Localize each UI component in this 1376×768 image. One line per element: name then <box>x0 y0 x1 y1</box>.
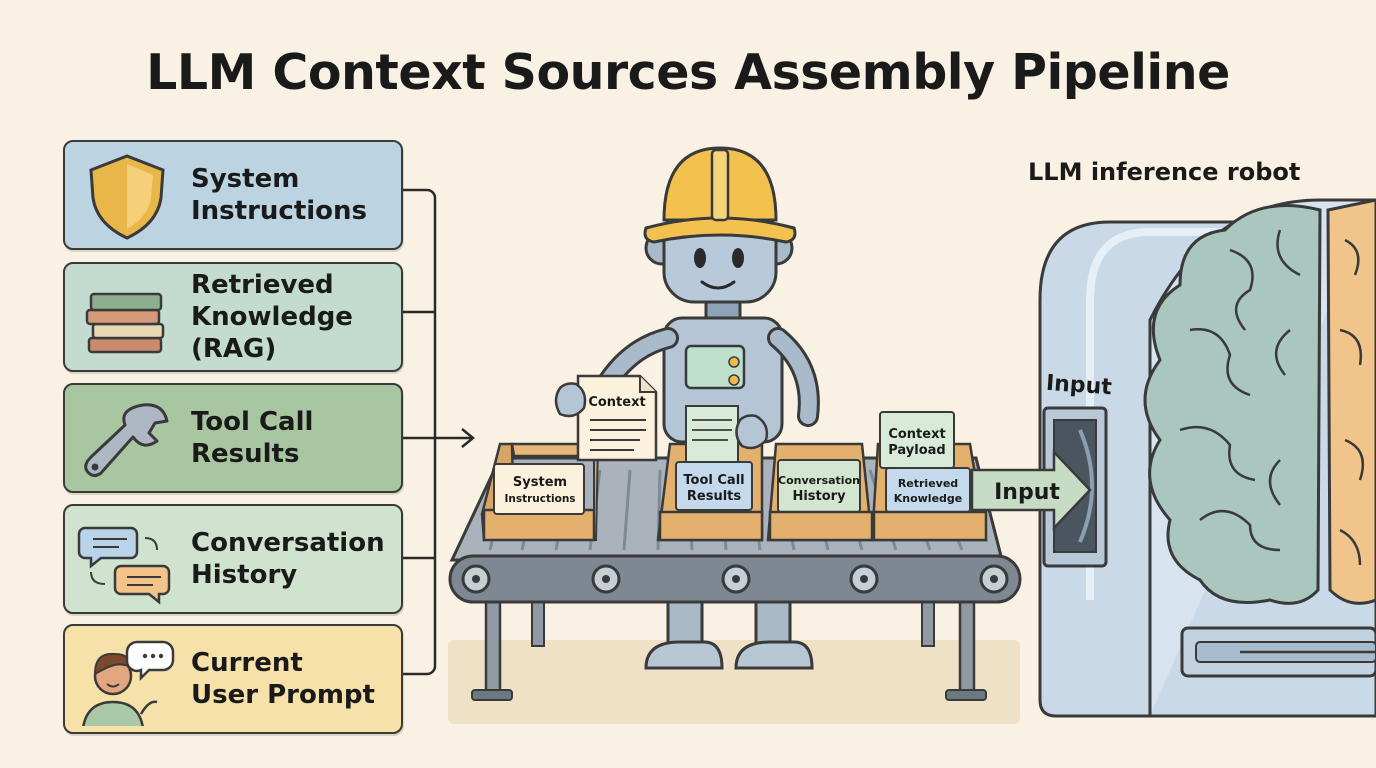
tray-label: Knowledge <box>894 492 963 505</box>
payload-label: Payload <box>888 443 946 458</box>
source-card-current-user-prompt: Current User Prompt <box>63 624 403 734</box>
payload-label: Context <box>888 427 945 442</box>
source-card-conversation-history: Conversation History <box>63 504 403 614</box>
source-label-line: Conversation <box>191 528 385 558</box>
shield-icon <box>89 154 165 240</box>
input-arrow-label: Input <box>994 480 1060 505</box>
tray-label: Conversation <box>778 474 860 487</box>
user-speaking-icon <box>82 640 175 726</box>
source-label-line: Instructions <box>191 196 368 226</box>
books-icon <box>85 292 165 354</box>
tray-label: Retrieved <box>898 477 958 490</box>
source-label-line: User Prompt <box>191 680 375 710</box>
source-label-line: History <box>191 560 298 590</box>
brain-left-hemisphere <box>1143 204 1322 605</box>
source-label-line: (RAG) <box>191 334 277 364</box>
worker-robot <box>593 146 820 670</box>
hard-hat <box>662 146 778 222</box>
source-card-system-instructions: System Instructions <box>63 140 403 250</box>
machine-vent <box>1180 626 1376 678</box>
page-title: LLM Context Sources Assembly Pipeline <box>146 44 1230 101</box>
source-label-line: System <box>191 164 300 194</box>
source-label-line: Knowledge <box>191 302 353 332</box>
input-port-label: Input <box>1045 371 1113 401</box>
source-label-line: Results <box>191 439 300 469</box>
conveyor-belt <box>448 456 1022 701</box>
context-document-label: Context <box>588 395 645 410</box>
llm-inference-machine <box>1038 198 1376 718</box>
robot-left-hand <box>554 382 587 418</box>
chat-bubbles-icon <box>77 526 171 605</box>
source-label-line: Retrieved <box>191 270 334 300</box>
connector-arrow <box>435 428 475 448</box>
wrench-icon <box>84 403 169 478</box>
source-card-retrieved-knowledge: Retrieved Knowledge (RAG) <box>63 262 403 372</box>
context-document: Context <box>576 374 658 462</box>
tray-tool-call-results: Tool Call Results <box>656 405 764 542</box>
brain-right-hemisphere <box>1326 198 1376 605</box>
tray-retrieved-knowledge: Context Payload Retrieved Knowledge <box>870 411 988 542</box>
tray-label: Instructions <box>504 493 575 505</box>
tray-label: System <box>513 475 567 490</box>
tray-label: History <box>792 489 846 504</box>
tray-label: Tool Call <box>683 473 744 488</box>
robot-caption: LLM inference robot <box>1028 158 1301 186</box>
robot-right-hand <box>735 414 769 450</box>
input-port <box>1042 406 1108 568</box>
source-card-tool-call-results: Tool Call Results <box>63 383 403 493</box>
source-label-line: Current <box>191 648 303 678</box>
tray-system-instructions: System Instructions <box>480 442 600 542</box>
input-arrow: Input <box>970 448 1092 532</box>
source-label-line: Tool Call <box>191 407 314 437</box>
tray-label: Results <box>687 489 741 504</box>
tray-conversation-history: Conversation History <box>766 442 874 542</box>
bracket-connector <box>403 188 437 676</box>
